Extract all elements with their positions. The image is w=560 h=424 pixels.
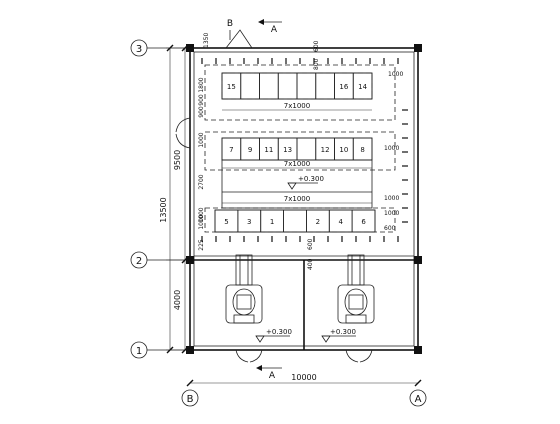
- cabinet-number: 6: [361, 218, 366, 226]
- cabinet-number: 11: [264, 146, 273, 154]
- cabinet-cell: [296, 137, 317, 161]
- cabinet-cell: [352, 72, 373, 100]
- dim-right-small: 600: [384, 225, 396, 232]
- elevation-bottom-right: +0.300: [330, 328, 356, 336]
- dim-top-800: 800: [313, 58, 320, 70]
- grid-axis-B: B: [181, 389, 199, 407]
- cabinet-cell: [351, 209, 376, 233]
- cabinet-number: 16: [339, 83, 348, 91]
- cabinet-number: 10: [339, 146, 348, 154]
- dim-top-600: 600: [313, 40, 320, 52]
- grid-label-3: 3: [136, 44, 142, 55]
- cabinet-number: 4: [338, 218, 343, 226]
- dim-top-1000: 1000: [388, 71, 403, 78]
- dim-left-small: 1000: [198, 132, 205, 147]
- cabinet-number: 13: [283, 146, 292, 154]
- building-outline: [186, 44, 422, 354]
- span-label-top: 7x1000: [284, 102, 310, 110]
- cabinet-number: 7: [229, 146, 233, 154]
- left-dimension-chain: 13500 9500 4000: [159, 44, 190, 354]
- section-mark-top-left: B: [227, 19, 233, 29]
- dim-left-small: 2700: [198, 174, 205, 189]
- bottom-doors: A: [235, 349, 373, 381]
- lower-louvers: [201, 236, 399, 242]
- top-section-marks: B A: [225, 19, 282, 49]
- cabinet-cell: [277, 72, 298, 100]
- cabinet-row-bottom: 5 3 1 2 4 6: [204, 207, 396, 233]
- section-mark-bottom: A: [269, 371, 276, 381]
- cabinet-number: 1: [270, 218, 274, 226]
- cabinet-cell: [259, 72, 279, 100]
- elevation-bottom-left: +0.300: [266, 328, 292, 336]
- cabinet-cell: [296, 72, 317, 100]
- grid-label-1: 1: [136, 346, 142, 357]
- cabinet-number: 3: [247, 218, 251, 226]
- cabinet-number: 8: [360, 146, 364, 154]
- cabinet-number: 14: [358, 83, 367, 91]
- cabinet-number: 15: [227, 83, 236, 91]
- dim-left-small: 900: [198, 94, 205, 106]
- cabinet-number: 9: [248, 146, 252, 154]
- transformer-left: +0.300: [225, 254, 292, 343]
- dim-right-small: 1000: [384, 210, 399, 217]
- cabinet-cell: [315, 72, 335, 100]
- grid-label-2: 2: [136, 256, 142, 267]
- cabinet-row-top: 15 16 14 7x1000: [204, 64, 396, 121]
- dim-left-small: 1800: [198, 77, 205, 92]
- span-label-bottom: 7x1000: [284, 195, 310, 203]
- section-mark-top-right: A: [271, 25, 278, 35]
- dim-lower-height: 4000: [173, 290, 182, 310]
- dim-right-small: 1000: [384, 195, 399, 202]
- cabinet-number: 2: [316, 218, 320, 226]
- dim-right-small: 1000: [384, 145, 399, 152]
- cabinet-number: 12: [321, 146, 330, 154]
- grid-label-B: B: [187, 394, 194, 405]
- left-door: [175, 117, 191, 149]
- span-label-middle: 7x1000: [284, 160, 310, 168]
- dim-left-small: 900: [198, 106, 205, 118]
- grid-axis-A: A: [409, 389, 427, 407]
- dim-mid-400: 400: [307, 258, 314, 270]
- cabinet-number: 5: [224, 218, 228, 226]
- top-small-dims: 1350 600 800 1000: [203, 33, 403, 78]
- bottom-dimension: 10000: [186, 373, 422, 387]
- top-louvers: [201, 58, 399, 64]
- dim-total-width: 10000: [291, 373, 316, 382]
- dim-upper-height: 9500: [173, 150, 182, 170]
- dim-total-height: 13500: [159, 197, 168, 222]
- elevation-main: +0.300 7x1000: [222, 175, 372, 204]
- dim-top-1350: 1350: [203, 33, 210, 48]
- grid-label-A: A: [415, 394, 422, 405]
- transformer-right: +0.300: [321, 254, 375, 343]
- elevation-main-label: +0.300: [298, 175, 324, 183]
- dim-left-small: 1000: [198, 207, 205, 222]
- dim-mid-600: 600: [307, 238, 314, 250]
- right-louvers: [402, 109, 408, 223]
- cabinet-row-middle: 7 9 11 13 12 10 8 7x1000: [204, 131, 396, 171]
- cabinet-cell: [283, 209, 307, 233]
- cabinet-cell: [240, 72, 260, 100]
- dim-left-small: 1000: [198, 214, 205, 229]
- middle-dims: 400 600: [307, 238, 314, 270]
- right-small-dims: 1000 1000 1000 600: [384, 145, 399, 232]
- dim-left-small: 225: [198, 239, 205, 251]
